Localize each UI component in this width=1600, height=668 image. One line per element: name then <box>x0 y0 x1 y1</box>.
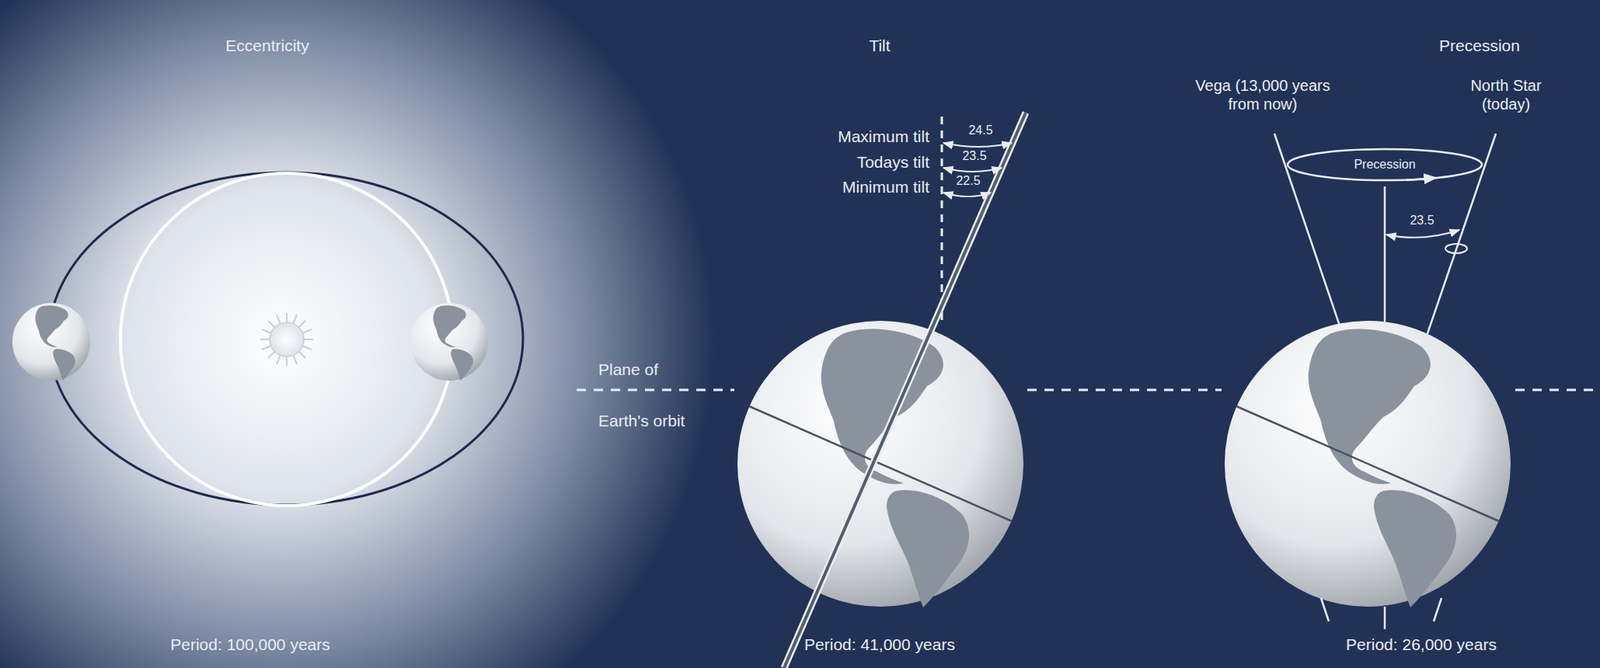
angle-value: 23.5 <box>959 148 989 164</box>
star-label: Vega (13,000 years from now) <box>1181 76 1345 114</box>
angle-value: 24.5 <box>965 122 995 138</box>
panel-title: Eccentricity <box>225 35 309 56</box>
tilt-label: Todays tilt <box>857 152 930 172</box>
period-label: Period: 26,000 years <box>1345 634 1497 655</box>
plane-label: Earth's orbit <box>598 411 685 431</box>
plane-label: Plane of <box>598 359 659 380</box>
motion-label: Precession <box>1351 156 1418 172</box>
angle-value: 22.5 <box>953 173 983 189</box>
panel-title: Tilt <box>868 35 890 56</box>
angle-value: 23.5 <box>1407 212 1437 228</box>
tilt-label: Maximum tilt <box>837 126 930 147</box>
tilt-label: Minimum tilt <box>842 177 930 197</box>
period-label: Period: 100,000 years <box>170 634 330 655</box>
star-label: North Star (today) <box>1463 76 1549 114</box>
panel-title: Precession <box>1439 35 1520 56</box>
period-label: Period: 41,000 years <box>804 634 956 655</box>
